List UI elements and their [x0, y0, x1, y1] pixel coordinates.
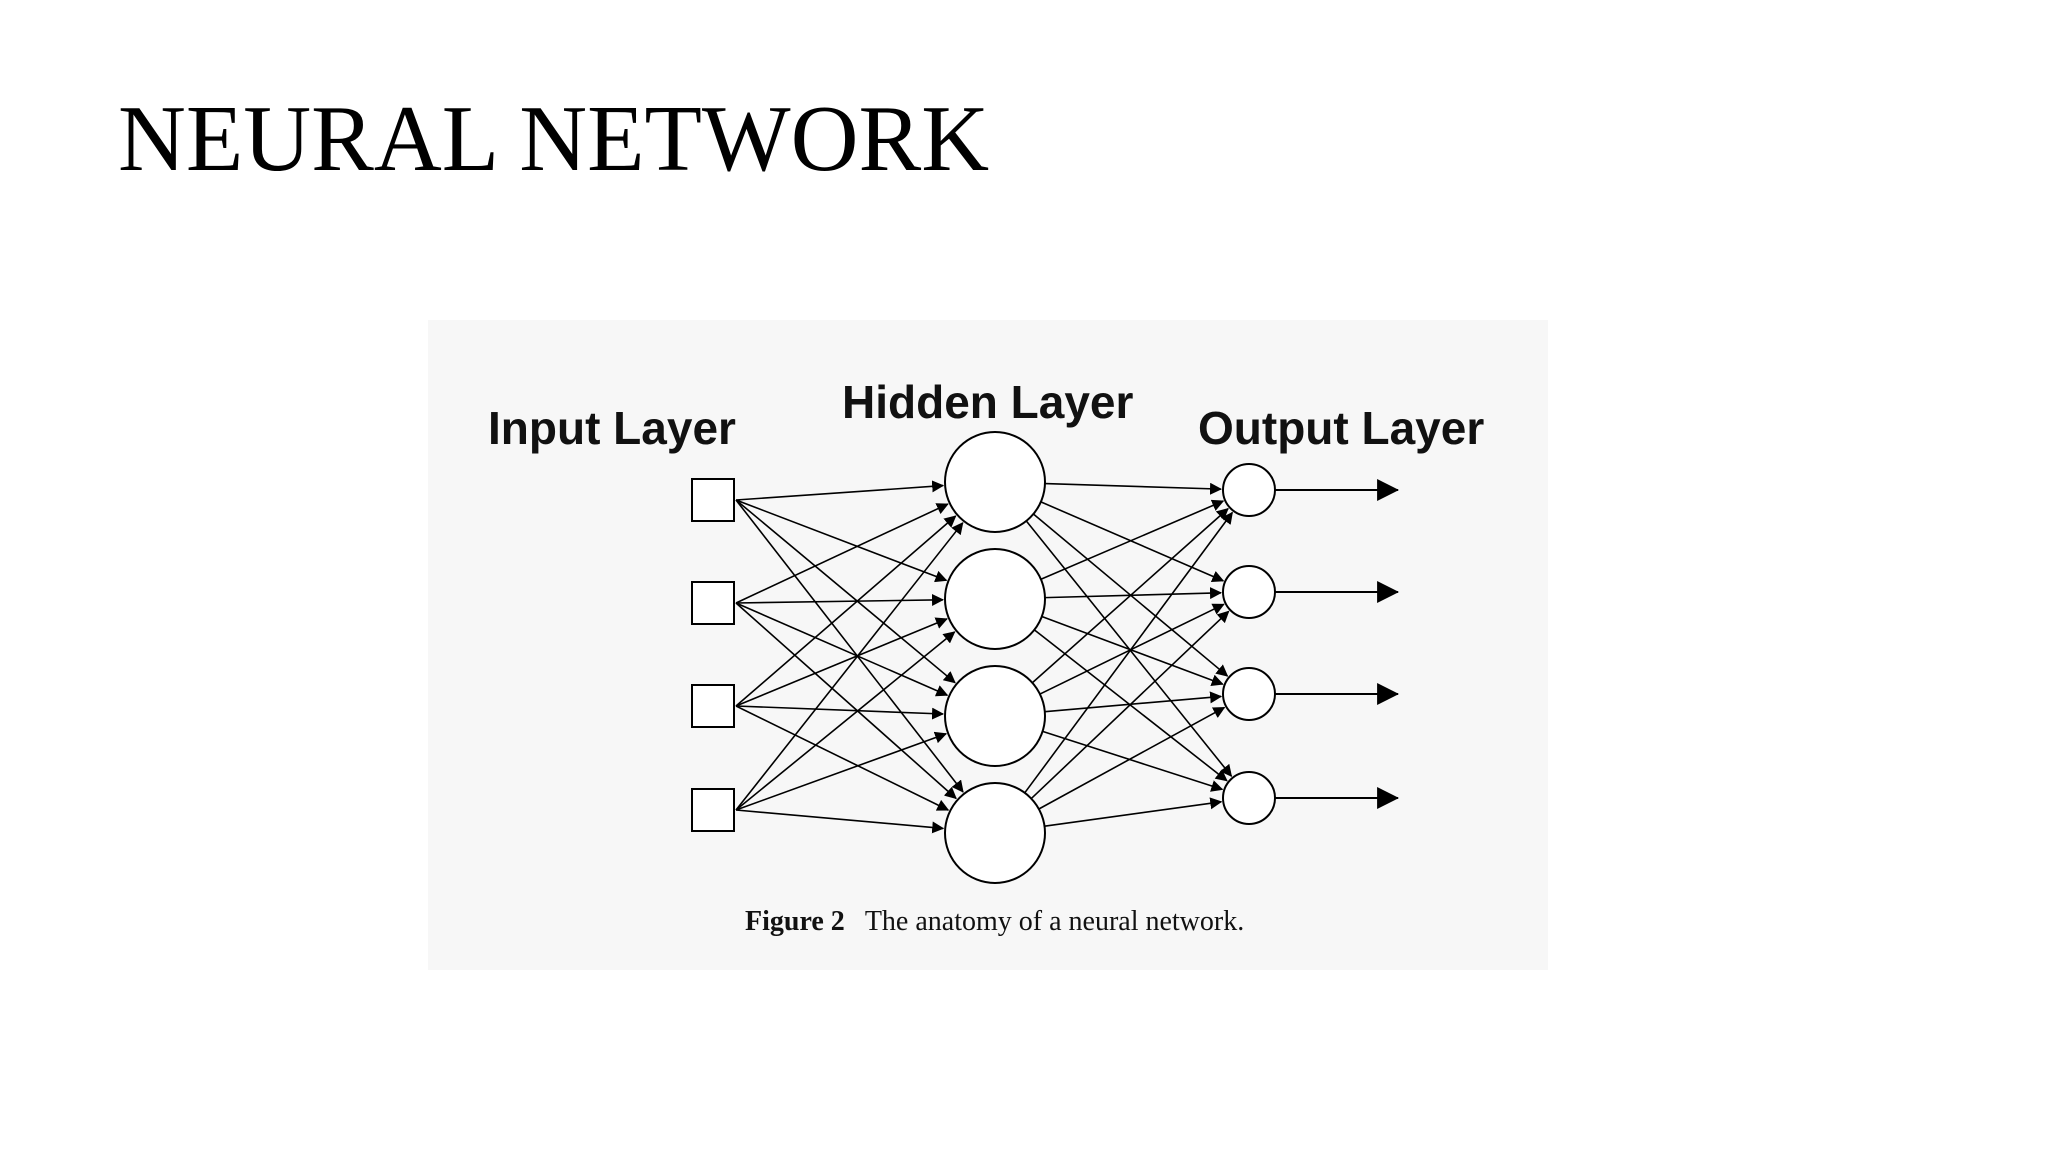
input-node: [691, 581, 735, 625]
neural-network-figure: Input Layer Hidden Layer Output Layer Fi…: [428, 320, 1548, 970]
input-to-hidden-edge: [735, 480, 945, 501]
input-node: [691, 478, 735, 522]
output-layer-label: Output Layer: [1198, 402, 1484, 454]
input-to-hidden-edge: [735, 631, 956, 811]
input-layer-label: Input Layer: [488, 402, 736, 454]
input-to-hidden-edge: [735, 499, 956, 684]
input-to-hidden-edge: [735, 503, 949, 604]
hidden-node: [944, 665, 1046, 767]
input-to-hidden-edge: [735, 705, 950, 811]
caption-text: The anatomy of a neural network.: [865, 906, 1244, 937]
hidden-to-output-edge: [1044, 482, 1223, 495]
hidden-to-output-edge: [1040, 501, 1225, 583]
input-to-hidden-edge: [735, 593, 945, 606]
connection-edges: [735, 479, 1400, 834]
input-to-hidden-edge: [735, 602, 957, 800]
input-to-hidden-edge: [735, 617, 948, 707]
hidden-to-output-edge: [1024, 511, 1233, 794]
hidden-to-output-edge: [1040, 499, 1225, 581]
input-to-hidden-edge: [735, 499, 964, 793]
hidden-to-output-edge: [1044, 587, 1223, 600]
input-to-hidden-edge: [735, 522, 964, 811]
input-node: [691, 788, 735, 832]
hidden-to-output-edge: [1031, 507, 1229, 684]
hidden-layer-label: Hidden Layer: [842, 376, 1134, 428]
hidden-node: [944, 548, 1046, 650]
network-nodes: [691, 431, 1276, 884]
input-to-hidden-edge: [735, 602, 949, 697]
hidden-to-output-edge: [1044, 797, 1223, 827]
output-node: [1222, 771, 1276, 825]
input-node: [691, 684, 735, 728]
output-node: [1222, 667, 1276, 721]
caption-figure-number: Figure 2: [745, 906, 845, 937]
hidden-to-output-edge: [1042, 730, 1224, 792]
hidden-to-output-edge: [1044, 691, 1223, 713]
hidden-to-output-edge: [1030, 610, 1230, 800]
slide-title: NEURAL NETWORK: [118, 87, 990, 191]
input-to-hidden-edge: [735, 809, 945, 834]
hidden-node: [944, 431, 1046, 533]
neural-network-diagram: Input Layer Hidden Layer Output Layer Fi…: [488, 376, 1484, 937]
input-to-hidden-edge: [735, 499, 948, 583]
hidden-node: [944, 782, 1046, 884]
input-to-hidden-edge: [735, 731, 948, 811]
output-node: [1222, 463, 1276, 517]
hidden-to-output-edge: [1041, 615, 1224, 686]
figure-caption: Figure 2 The anatomy of a neural network…: [745, 906, 1244, 937]
output-node: [1222, 565, 1276, 619]
input-to-hidden-edge: [735, 705, 945, 720]
input-to-hidden-edge: [735, 515, 957, 707]
hidden-to-output-edge: [1038, 706, 1226, 810]
